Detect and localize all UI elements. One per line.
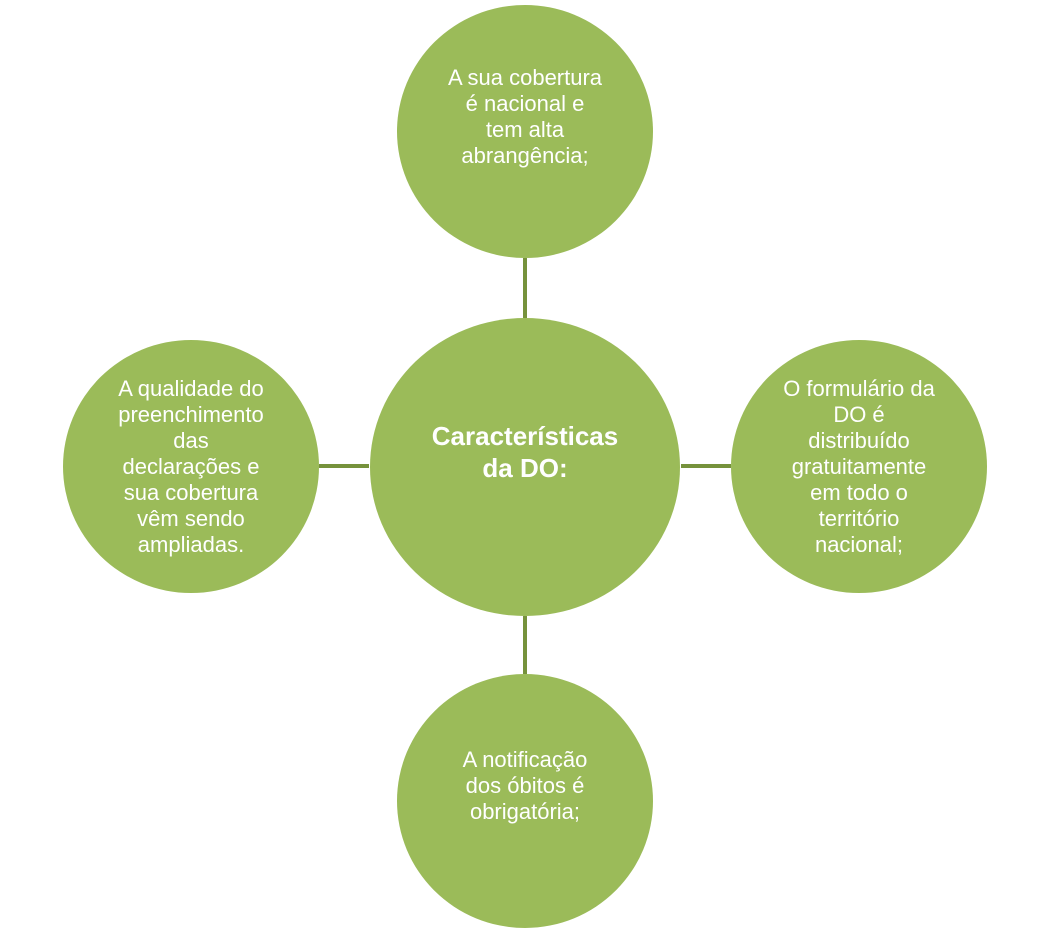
connector-left	[319, 464, 369, 468]
right-node: O formulário da DO é distribuído gratuit…	[731, 340, 987, 593]
left-node-label: A qualidade do preenchimento das declara…	[118, 375, 264, 557]
connector-bottom	[523, 616, 527, 674]
bottom-node: A notificação dos óbitos é obrigatória;	[397, 674, 653, 928]
top-node-label: A sua cobertura é nacional e tem alta ab…	[447, 64, 603, 168]
connector-right	[681, 464, 731, 468]
center-node: Características da DO:	[370, 318, 680, 616]
right-node-label: O formulário da DO é distribuído gratuit…	[783, 375, 935, 557]
center-node-label: Características da DO:	[431, 421, 619, 483]
connector-top	[523, 258, 527, 318]
bottom-node-label: A notificação dos óbitos é obrigatória;	[462, 747, 588, 824]
left-node: A qualidade do preenchimento das declara…	[63, 340, 319, 593]
top-node: A sua cobertura é nacional e tem alta ab…	[397, 5, 653, 258]
